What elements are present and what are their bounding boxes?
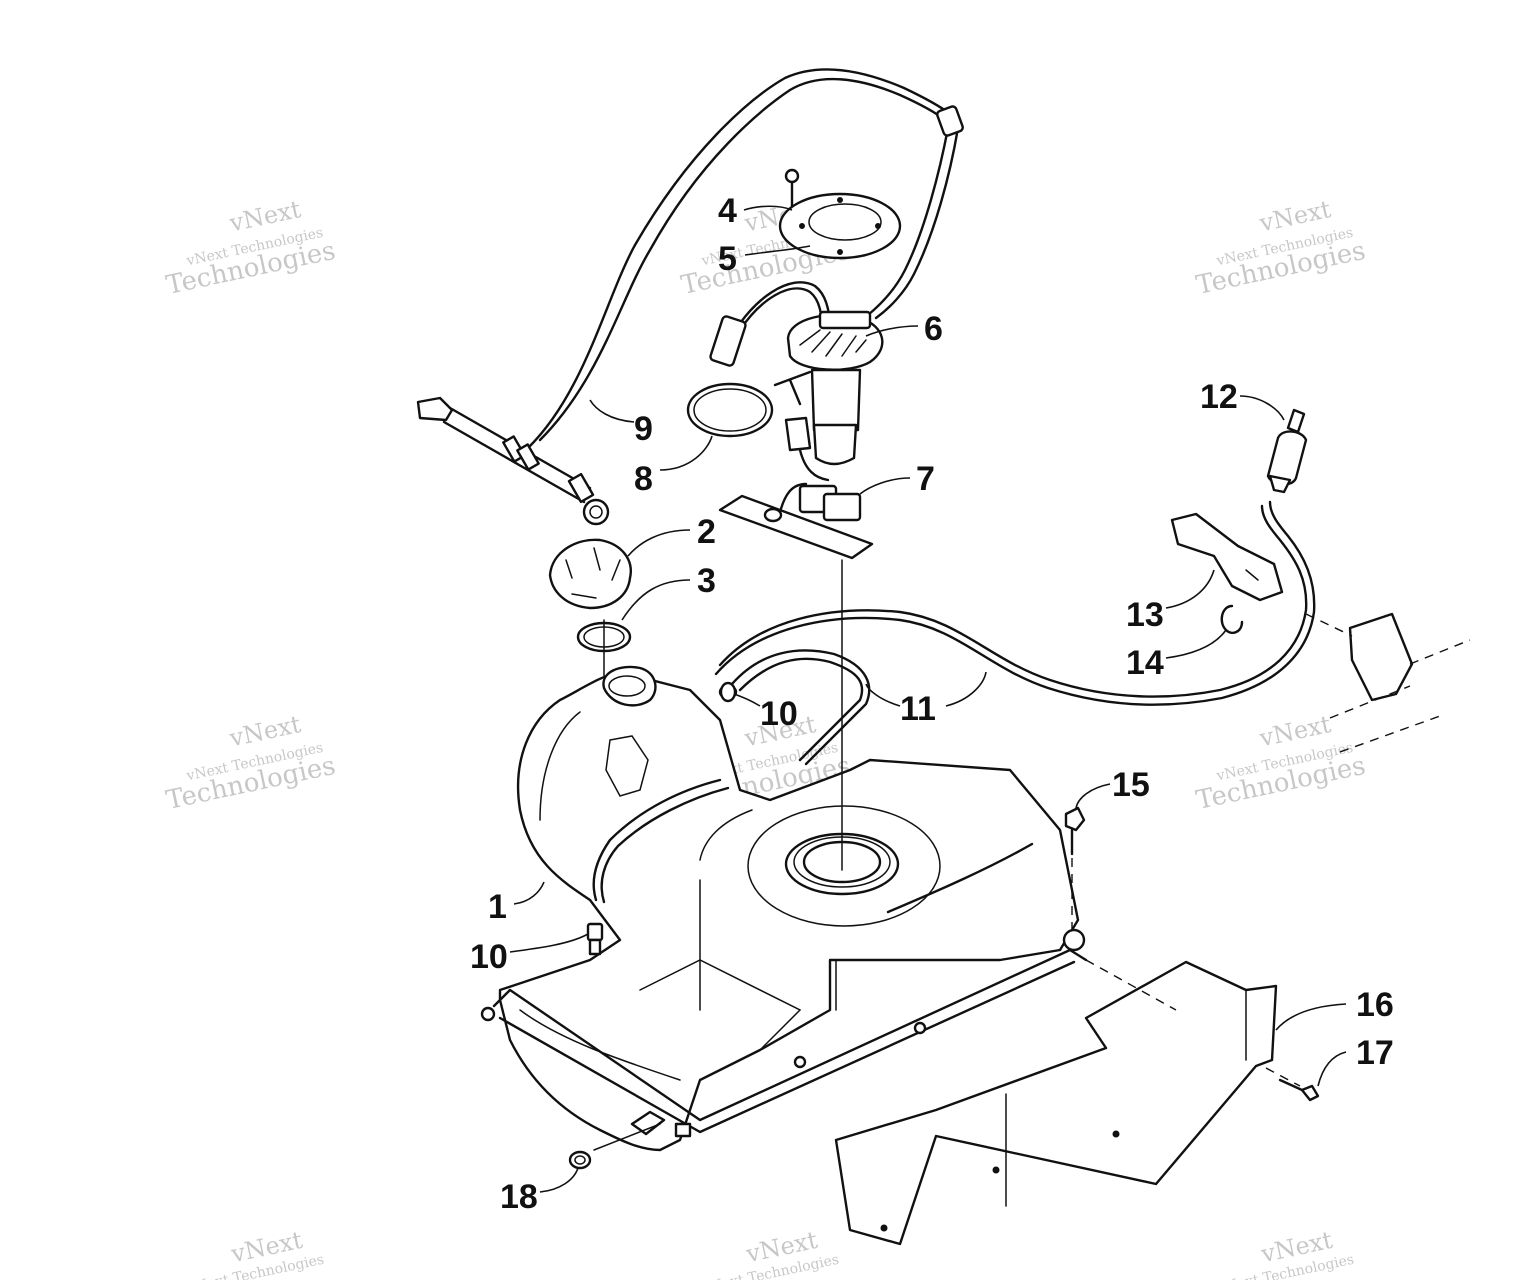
fuel-cap-2	[548, 538, 632, 610]
callout-labels: 1 2 3 4 5 6 7 8 9 10 10 11 12 13 14 15 1…	[470, 192, 1394, 1216]
callout-9: 9	[634, 410, 653, 448]
callout-5: 5	[718, 240, 737, 278]
callout-18: 18	[500, 1178, 538, 1216]
watermark-mid-left: vNext vNext Technologies Technologies	[164, 710, 339, 816]
fitting-10-upper	[719, 681, 737, 703]
frame-reference	[1305, 612, 1471, 753]
watermark-top-left: vNext vNext Technologies Technologies	[164, 195, 339, 301]
callout-7: 7	[916, 460, 935, 498]
callout-4: 4	[718, 192, 737, 230]
callout-8: 8	[634, 460, 653, 498]
inline-filter-12	[1266, 408, 1308, 494]
callout-3: 3	[697, 562, 716, 600]
screw-17	[1278, 1078, 1320, 1102]
vent-hose-9	[416, 68, 964, 526]
o-ring-8	[686, 382, 774, 438]
grommet-18	[568, 1150, 592, 1170]
watermark-bottom-center: vNext vNext Technologies	[700, 1226, 840, 1280]
fuel-line-11	[714, 500, 1316, 766]
callout-17: 17	[1356, 1034, 1394, 1072]
assembly-lines	[593, 559, 843, 1151]
watermark-bottom-left: vNext vNext Technologies	[185, 1226, 325, 1280]
connector-plate-7	[718, 482, 874, 560]
leader-lines	[509, 205, 1347, 1193]
callout-2: 2	[697, 513, 716, 551]
callout-15: 15	[1112, 766, 1150, 804]
clip-14	[1220, 604, 1244, 634]
callout-1: 1	[488, 888, 507, 926]
fuel-pump-6	[709, 281, 884, 482]
callout-12: 12	[1200, 378, 1238, 416]
gasket-plate-5	[778, 192, 902, 260]
fitting-10-lower	[586, 922, 604, 956]
bolt-15	[1064, 806, 1086, 930]
callout-6: 6	[924, 310, 943, 348]
callout-13: 13	[1126, 596, 1164, 634]
watermark-bottom-right: vNext vNext Technologies	[1215, 1226, 1355, 1280]
callout-14: 14	[1126, 644, 1164, 682]
callout-10-upper: 10	[760, 695, 798, 733]
fuel-tank-1	[480, 665, 1088, 1152]
watermark-top-right: vNext vNext Technologies Technologies	[1194, 195, 1369, 301]
skid-plate-16	[834, 959, 1301, 1246]
callout-11: 11	[900, 690, 936, 728]
callout-16: 16	[1356, 986, 1394, 1024]
callout-10-lower: 10	[470, 938, 508, 976]
watermark-mid-right: vNext vNext Technologies Technologies	[1194, 710, 1369, 816]
bracket-13	[1170, 512, 1284, 602]
